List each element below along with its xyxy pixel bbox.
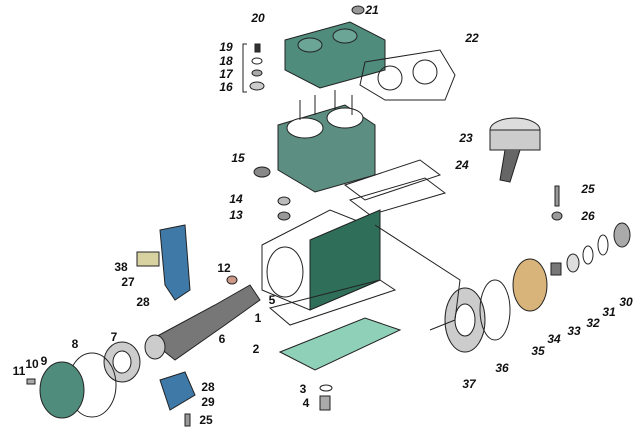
part-label-31: 31	[602, 305, 616, 319]
part-label-27: 27	[121, 275, 135, 289]
part-label-9: 9	[40, 354, 48, 368]
part-label-23: 23	[459, 131, 473, 145]
part-label-8: 8	[71, 337, 79, 351]
part-label-35: 35	[531, 344, 545, 358]
part-label-16: 16	[219, 80, 233, 94]
part-label-3: 3	[299, 382, 307, 396]
part-label-24: 24	[455, 158, 469, 172]
part-label-10: 10	[25, 357, 39, 371]
part-label-14: 14	[229, 192, 243, 206]
part-label-1: 1	[254, 311, 262, 325]
connecting-rod	[159, 224, 191, 301]
part-label-33: 33	[567, 324, 581, 338]
part-label-22: 22	[465, 31, 479, 45]
part-label-30: 30	[619, 295, 633, 309]
part-label-32: 32	[586, 316, 600, 330]
part-label-37: 37	[462, 377, 476, 391]
part-label-2: 2	[252, 342, 260, 356]
part-label-11: 11	[12, 364, 26, 378]
part-label-5: 5	[268, 293, 276, 307]
part-label-7: 7	[110, 330, 118, 344]
part-label-18: 18	[219, 54, 233, 68]
part-label-26: 26	[581, 209, 595, 223]
part-label-13: 13	[229, 208, 243, 222]
part-label-19: 19	[219, 40, 233, 54]
part-label-38: 38	[114, 260, 128, 274]
part-label-25b: 25	[199, 413, 213, 427]
part-label-28: 28	[136, 295, 150, 309]
part-label-20: 20	[251, 11, 265, 25]
part-label-21: 21	[365, 3, 379, 17]
part-label-4: 4	[302, 396, 310, 410]
part-label-17: 17	[219, 67, 233, 81]
head-gasket	[359, 49, 456, 101]
part-label-28b: 28	[201, 380, 215, 394]
part-label-15: 15	[231, 151, 245, 165]
part-label-12: 12	[217, 261, 231, 275]
part-label-25: 25	[581, 182, 595, 196]
part-label-34: 34	[547, 332, 561, 346]
part-label-29: 29	[201, 395, 215, 409]
part-label-6: 6	[218, 332, 226, 346]
crankshaft	[149, 284, 261, 361]
part-label-36: 36	[495, 361, 509, 375]
